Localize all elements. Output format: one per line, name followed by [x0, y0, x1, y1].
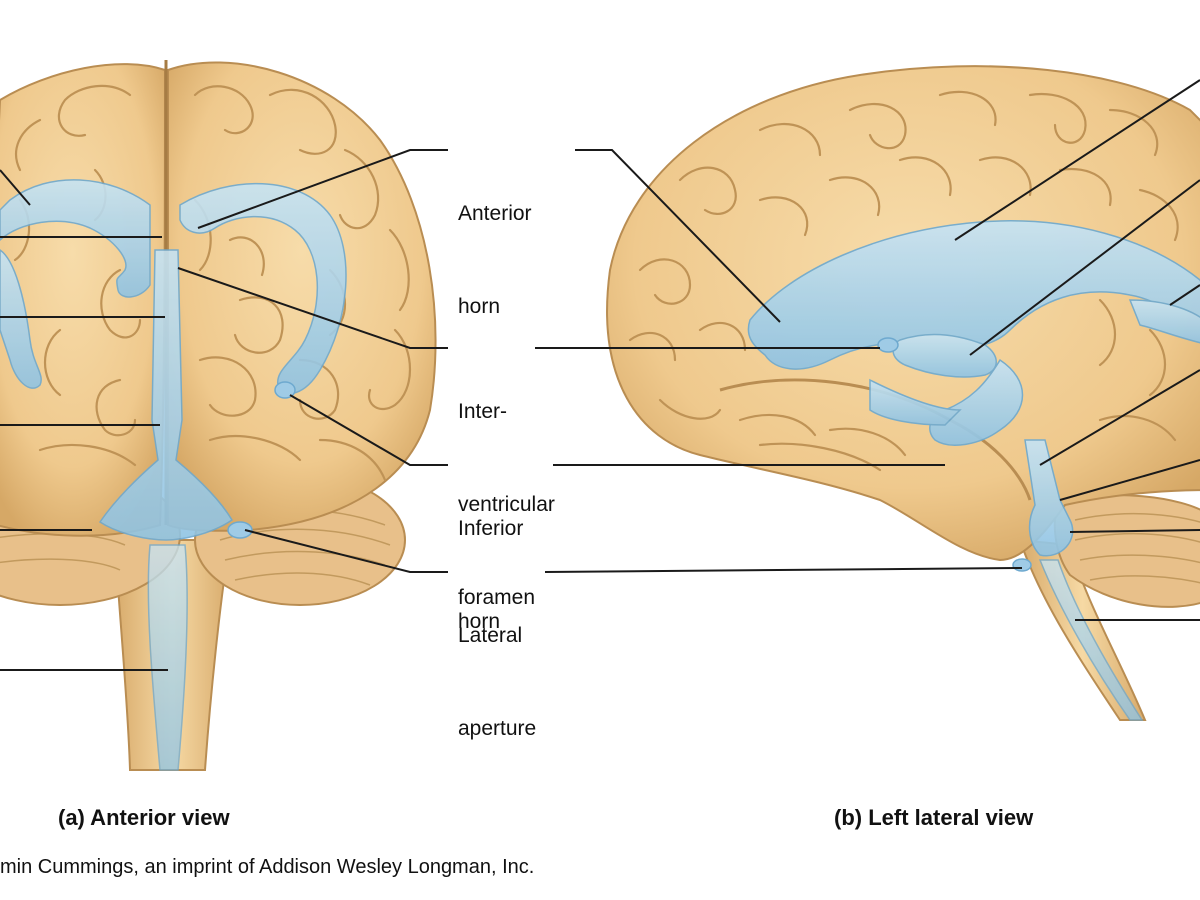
ventricular-system-lateral	[747, 220, 1200, 721]
caption-left-lateral-view: (b) Left lateral view	[834, 805, 1034, 830]
leader-lines	[0, 79, 1200, 671]
label-interventricular-line2: ventricular	[458, 493, 555, 516]
copyright-credit: min Cummings, an imprint of Addison Wesl…	[0, 856, 535, 878]
label-anterior-horn-line2: horn	[458, 295, 501, 318]
label-lateral-aperture-line1: Lateral	[458, 624, 523, 647]
label-anterior-horn: Anterior horn	[458, 136, 532, 353]
lateral-view-brain	[606, 65, 1200, 721]
label-lateral-aperture-line2: aperture	[458, 717, 537, 740]
label-interventricular-line1: Inter-	[458, 400, 508, 423]
label-interventricular-foramen: Inter- ventricular foramen	[458, 334, 555, 644]
label-interventricular-line3: foramen	[458, 586, 536, 609]
ventricular-system-anterior	[0, 179, 347, 771]
label-inferior-horn-line2: horn	[458, 610, 501, 633]
label-lateral-aperture: Lateral aperture	[458, 558, 536, 775]
label-anterior-horn-line1: Anterior	[458, 202, 532, 225]
right-hemisphere-anterior	[166, 61, 437, 532]
caption-anterior-view: (a) Anterior view	[58, 805, 230, 830]
anterior-view-brain	[0, 60, 437, 771]
label-inferior-horn-line1: Inferior	[458, 517, 524, 540]
label-inferior-horn: Inferior horn	[458, 451, 523, 668]
